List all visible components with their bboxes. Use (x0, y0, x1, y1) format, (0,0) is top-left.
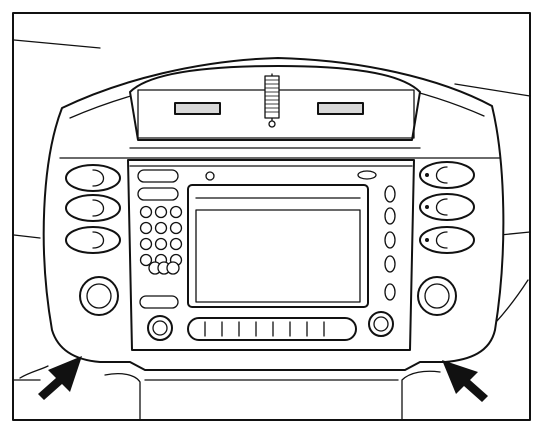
keypad-key[interactable] (139, 253, 153, 267)
right-side-buttons (384, 185, 396, 301)
top-right-oval-button[interactable] (357, 170, 377, 180)
keypad-key[interactable] (154, 205, 168, 219)
keypad-wide-button-1[interactable] (137, 169, 179, 183)
keypad-key[interactable] (169, 221, 183, 235)
keypad-key[interactable] (169, 237, 183, 251)
dash-line-right (454, 83, 531, 97)
keypad-bottom-wide-button[interactable] (139, 295, 179, 309)
side-button[interactable] (384, 185, 396, 203)
keypad-key[interactable] (154, 221, 168, 235)
left-keypad (137, 169, 183, 309)
keypad-key[interactable] (139, 237, 153, 251)
display-screen (187, 184, 369, 308)
side-button[interactable] (384, 283, 396, 301)
right-climate-button[interactable] (419, 226, 475, 254)
figure-frame (12, 12, 531, 421)
center-vent-slider[interactable] (264, 75, 280, 128)
keypad-wide-button-2[interactable] (137, 187, 179, 201)
lower-left-curve (19, 365, 49, 379)
dash-edge-left (13, 234, 41, 239)
side-button[interactable] (384, 207, 396, 225)
left-console-knob[interactable] (147, 315, 173, 341)
side-button[interactable] (384, 231, 396, 249)
keypad-key[interactable] (139, 205, 153, 219)
right-console-knob[interactable] (368, 311, 394, 337)
left-rotary-knob[interactable] (79, 276, 119, 316)
keypad-key[interactable] (154, 237, 168, 251)
left-climate-button[interactable] (65, 194, 121, 222)
dash-line-left (13, 39, 101, 49)
left-climate-button[interactable] (65, 164, 121, 192)
left-arrow (38, 356, 82, 400)
right-vent-slot (317, 102, 364, 115)
small-round-button[interactable] (205, 171, 215, 181)
lower-console-right (401, 370, 441, 421)
left-climate-buttons (65, 164, 121, 254)
keypad-bottom-row (148, 261, 180, 275)
right-arrow (442, 360, 488, 402)
keypad-key[interactable] (139, 221, 153, 235)
left-vent-slot (174, 102, 221, 115)
keypad-key[interactable] (169, 205, 183, 219)
right-climate-button[interactable] (419, 193, 475, 221)
right-climate-button[interactable] (419, 161, 475, 189)
left-climate-button[interactable] (65, 226, 121, 254)
media-slot[interactable] (187, 317, 357, 341)
right-rotary-knob[interactable] (417, 276, 457, 316)
dash-edge-right (499, 231, 531, 236)
right-climate-buttons (419, 161, 475, 254)
lower-console-left (104, 373, 141, 421)
side-button[interactable] (384, 255, 396, 273)
keypad-key[interactable] (166, 261, 180, 275)
